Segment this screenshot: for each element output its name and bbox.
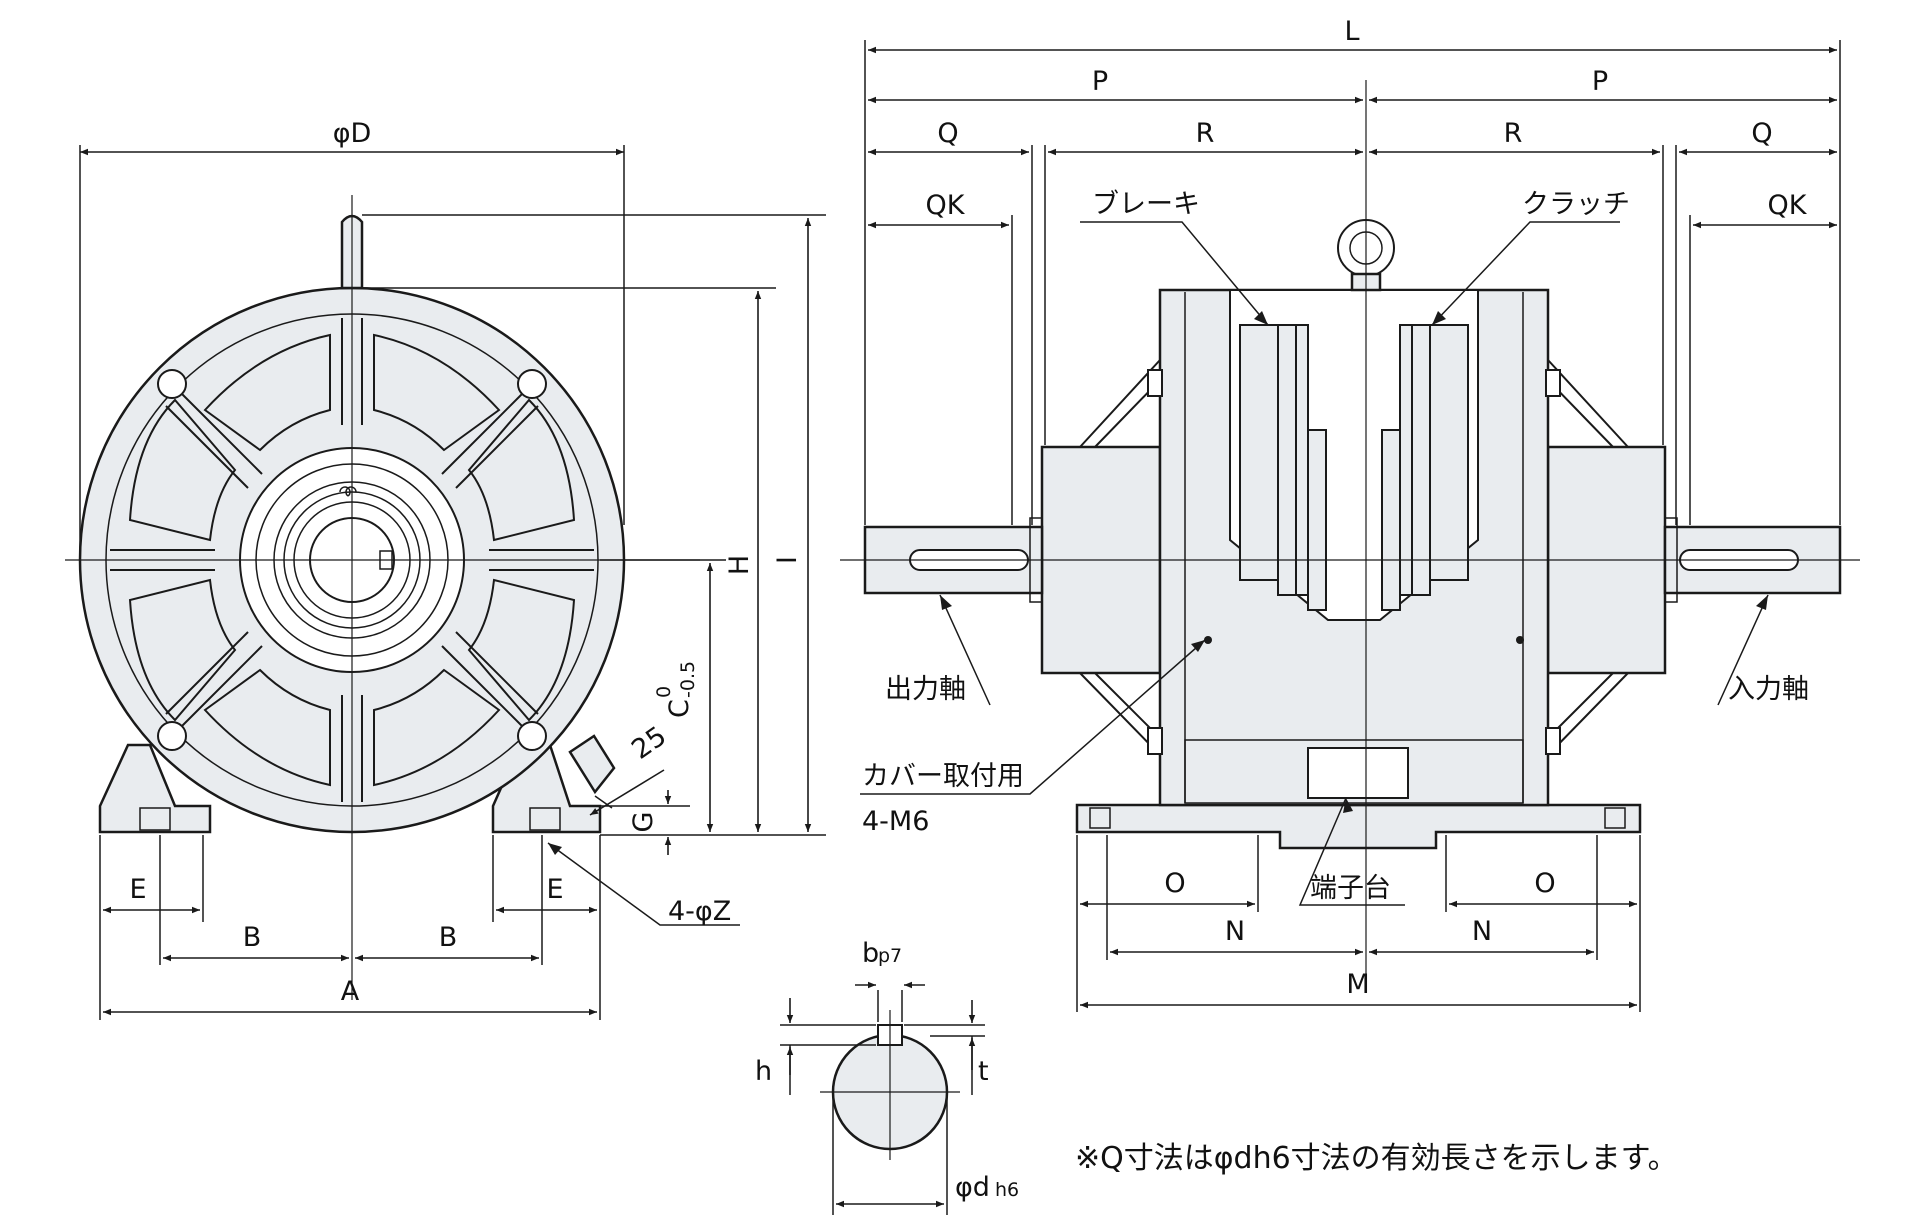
dim-Q-left: Q: [937, 118, 958, 149]
label-input-shaft: 入力軸: [1728, 674, 1809, 705]
dim-phi-d: φd h6: [955, 1172, 1019, 1203]
dim-A: A: [341, 976, 360, 1007]
dim-P-right: P: [1592, 66, 1608, 97]
side-view: [840, 80, 1860, 985]
front-view: [65, 195, 700, 1000]
dim-phiD: φD: [333, 118, 372, 149]
dim-E-left: E: [129, 874, 146, 905]
bearing-bolts: [157, 369, 547, 751]
label-clutch: クラッチ: [1522, 189, 1630, 220]
dim-O-right: O: [1534, 868, 1555, 899]
base-plate: [1075, 803, 1642, 850]
dim-I: I: [772, 556, 803, 564]
label-cover-mount: カバー取付用: [862, 761, 1024, 792]
dim-N-right: N: [1472, 916, 1492, 947]
left-foot: [98, 743, 212, 834]
dim-N-left: N: [1225, 916, 1245, 947]
dim-t: t: [978, 1056, 989, 1087]
dim-L: L: [1344, 16, 1359, 47]
dim-G: G: [628, 812, 659, 833]
cover-bolts: [1147, 369, 1561, 755]
dim-B-right: B: [439, 922, 458, 953]
svg-text:p7: p7: [878, 945, 902, 967]
dim-b: b p7: [862, 938, 902, 969]
label-output-shaft: 出力軸: [885, 674, 966, 705]
dim-angle: 25: [626, 721, 672, 766]
dim-B-left: B: [243, 922, 262, 953]
dim-R-right: R: [1504, 118, 1523, 149]
vent-windows: [128, 333, 576, 787]
front-view-dimensions: [79, 145, 826, 1020]
terminal-block: [1307, 747, 1409, 799]
svg-text:-0.5: -0.5: [677, 661, 699, 698]
svg-text:b: b: [862, 938, 879, 969]
svg-text:0: 0: [653, 686, 675, 698]
dim-O-left: O: [1164, 868, 1185, 899]
dim-Q-right: Q: [1751, 118, 1772, 149]
svg-text:C: C: [664, 699, 695, 718]
housing-ribs: [110, 318, 594, 802]
shaft-section: [780, 981, 985, 1215]
svg-text:h6: h6: [995, 1179, 1019, 1201]
clutch-plates: [1381, 324, 1469, 611]
dim-4-phiZ: 4-φZ: [668, 896, 731, 927]
dim-QK-left: QK: [926, 190, 966, 221]
dim-P-left: P: [1092, 66, 1108, 97]
dim-H: H: [724, 555, 755, 575]
dim-h: h: [755, 1056, 772, 1087]
brake-plates: [1239, 324, 1327, 611]
dim-E-right: E: [546, 874, 563, 905]
side-view-dimensions: [860, 40, 1841, 1012]
dim-M: M: [1346, 969, 1369, 1000]
dim-R-left: R: [1196, 118, 1215, 149]
label-cover-thread: 4-M6: [862, 806, 929, 837]
label-terminal: 端子台: [1310, 873, 1391, 904]
label-brake: ブレーキ: [1092, 189, 1200, 220]
footnote: ※Q寸法はφdh6寸法の有効長さを示します。: [1075, 1141, 1678, 1176]
dim-C: C 0 -0.5: [653, 661, 699, 718]
dim-QK-right: QK: [1768, 190, 1808, 221]
svg-text:φd: φd: [955, 1172, 990, 1203]
terminal-box-stub: [568, 734, 616, 795]
